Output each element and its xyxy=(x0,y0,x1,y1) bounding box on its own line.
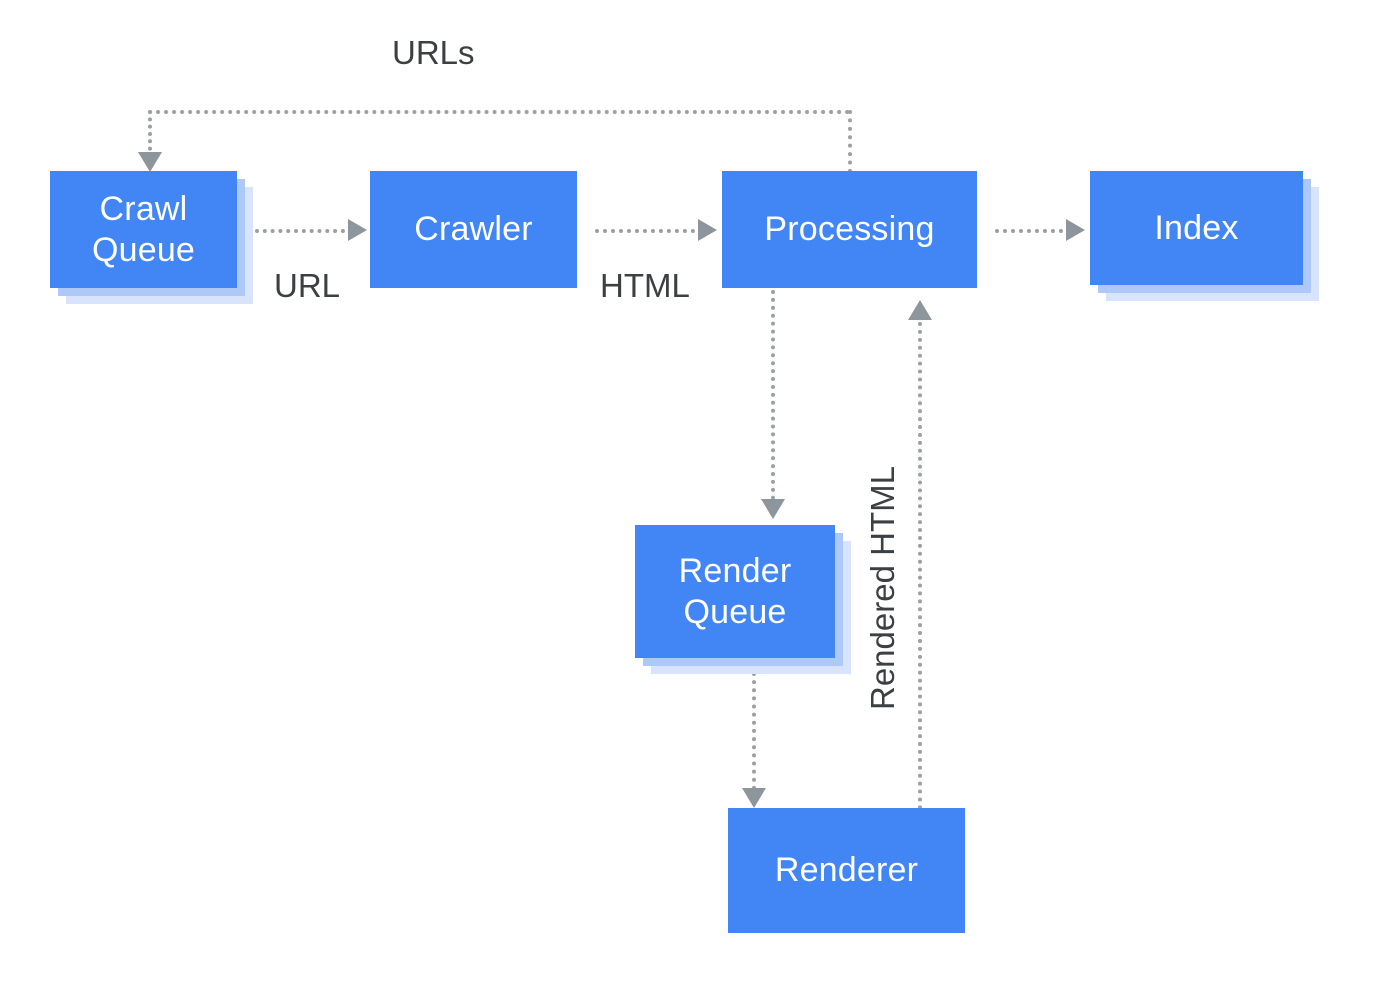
edge-processing-to-crawl-queue-right-segment xyxy=(848,110,852,173)
edge-label-rendered-html: Rendered HTML xyxy=(864,466,901,710)
node-crawl-queue-label: Crawl Queue xyxy=(91,190,196,269)
edge-label-html: HTML xyxy=(600,267,690,304)
node-processing-label: Processing xyxy=(764,210,935,249)
edge-processing-to-crawl-queue-left-segment xyxy=(148,110,152,158)
edge-processing-to-render-queue-arrowhead xyxy=(761,499,785,519)
node-render-queue[interactable]: Render Queue xyxy=(635,525,835,658)
node-index[interactable]: Index xyxy=(1090,171,1303,285)
edge-renderer-to-processing-arrowhead xyxy=(908,300,932,320)
edge-crawl-queue-to-crawler-line xyxy=(255,229,345,233)
edge-processing-to-index-line xyxy=(995,229,1063,233)
node-crawler-label: Crawler xyxy=(414,210,533,249)
node-index-label: Index xyxy=(1154,208,1239,247)
edge-label-urls: URLs xyxy=(392,34,475,71)
edge-crawl-queue-to-crawler-arrowhead xyxy=(348,219,367,241)
edge-render-queue-to-renderer-arrowhead xyxy=(742,788,766,808)
edge-processing-to-crawl-queue-top-segment xyxy=(148,110,850,114)
edge-label-url: URL xyxy=(274,267,341,304)
edge-crawler-to-processing-line xyxy=(595,229,695,233)
edge-renderer-to-processing-line xyxy=(918,322,922,810)
node-crawler[interactable]: Crawler xyxy=(370,171,577,288)
edge-processing-to-crawl-queue-arrowhead xyxy=(138,152,162,172)
node-processing[interactable]: Processing xyxy=(722,171,977,288)
edge-render-queue-to-renderer-line xyxy=(752,672,756,790)
edge-processing-to-render-queue-line xyxy=(771,290,775,500)
node-renderer-label: Renderer xyxy=(774,851,919,890)
edge-processing-to-index-arrowhead xyxy=(1066,219,1085,241)
node-renderer[interactable]: Renderer xyxy=(728,808,965,933)
node-crawl-queue[interactable]: Crawl Queue xyxy=(50,171,237,288)
edge-crawler-to-processing-arrowhead xyxy=(698,219,717,241)
node-render-queue-label: Render Queue xyxy=(678,552,792,631)
